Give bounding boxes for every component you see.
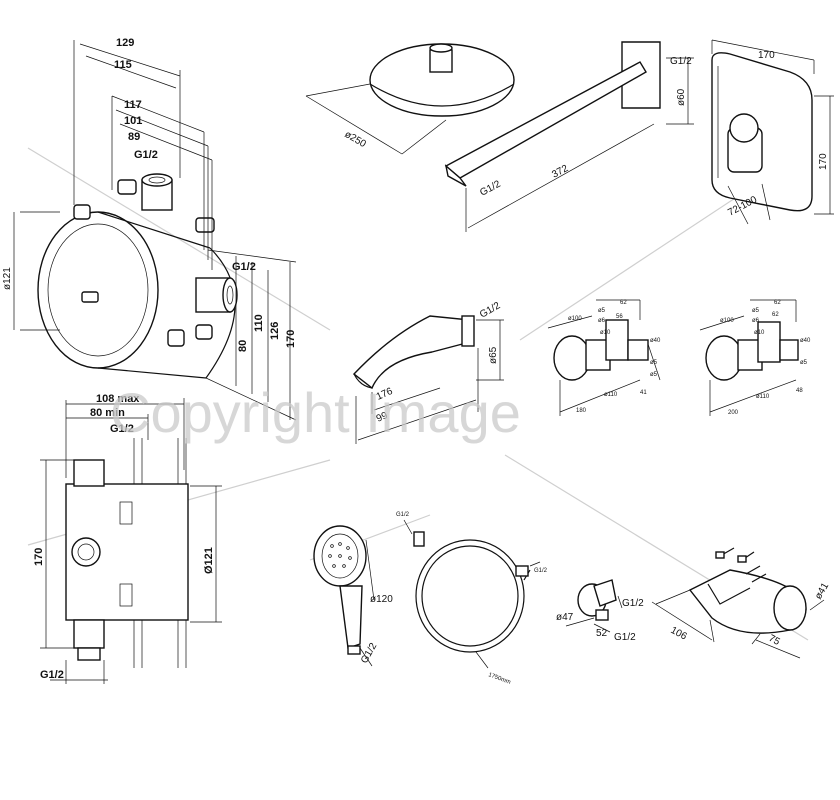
valve-a-dial xyxy=(553,335,591,381)
svg-text:ø5: ø5 xyxy=(800,360,808,366)
hose-end-top xyxy=(413,531,425,547)
dim-g-top: G1/2 xyxy=(134,149,158,161)
thermostatic-valve-a: 62 56 ø100 ø5 ø6 ø10 ø40 ø5 ø5 ø110 180 … xyxy=(547,299,661,416)
svg-text:62: 62 xyxy=(774,300,781,306)
dim-g-bottom: G1/2 xyxy=(614,632,636,643)
svg-text:ø110: ø110 xyxy=(604,392,618,398)
dim-d65: ø65 xyxy=(488,346,499,364)
dim-g: G1/2 xyxy=(359,641,380,666)
shower-hose: G1/2 G1/2 1750mm xyxy=(396,512,548,686)
dim-g-right: G1/2 xyxy=(534,568,548,574)
spray-nozzles xyxy=(328,542,352,568)
svg-text:41: 41 xyxy=(640,390,647,396)
dim-101: 101 xyxy=(124,115,142,127)
dim-89: 89 xyxy=(128,131,140,143)
svg-text:ø5: ø5 xyxy=(650,372,658,378)
dim-d250: ø250 xyxy=(343,129,369,150)
svg-text:ø40: ø40 xyxy=(800,338,811,344)
dim-129: 129 xyxy=(116,37,134,49)
dim-w170: 170 xyxy=(758,50,775,61)
dim-d47: ø47 xyxy=(556,612,574,623)
dim-g-side: G1/2 xyxy=(232,261,256,273)
dim-g-top: G1/2 xyxy=(110,423,134,435)
shower-arm: G1/2 ø60 372 G1/2 xyxy=(444,41,694,232)
dim-g-right: G1/2 xyxy=(622,598,644,609)
top-connector xyxy=(73,459,105,487)
svg-text:48: 48 xyxy=(796,388,803,394)
dim-170: 170 xyxy=(33,548,45,566)
dim-d121: Ø121 xyxy=(203,547,215,574)
spout-thread xyxy=(461,315,475,347)
hand-shower-grip xyxy=(339,585,363,649)
svg-text:ø10: ø10 xyxy=(754,330,765,336)
dim-75: 75 xyxy=(767,633,782,648)
svg-text:ø5: ø5 xyxy=(598,308,606,314)
dim-d41: ø41 xyxy=(813,581,831,602)
dim-170: 170 xyxy=(285,330,297,348)
dim-g: G1/2 xyxy=(478,300,503,321)
rain-shower-head: ø250 xyxy=(305,43,515,155)
wall-elbow: ø47 G1/2 52 G1/2 xyxy=(556,579,644,643)
svg-text:ø6: ø6 xyxy=(598,318,606,324)
copyright-watermark: Copyright Image xyxy=(110,381,521,444)
spout-body xyxy=(352,315,471,390)
mounting-screws xyxy=(715,547,767,583)
svg-text:56: 56 xyxy=(616,314,623,320)
dim-g-end: G1/2 xyxy=(670,56,692,67)
svg-text:180: 180 xyxy=(576,408,587,414)
dim-80-min: 80 min xyxy=(90,407,125,419)
shower-holder: 106 75 ø41 xyxy=(651,547,831,659)
dim-52: 52 xyxy=(596,628,608,639)
svg-text:62: 62 xyxy=(620,300,627,306)
cover-plate: 170 170 72-100 xyxy=(711,39,834,225)
dim-d60: ø60 xyxy=(676,88,687,106)
dim-106: 106 xyxy=(669,625,689,643)
svg-text:ø110: ø110 xyxy=(756,394,770,400)
dim-1750: 1750mm xyxy=(487,672,511,686)
dim-115: 115 xyxy=(114,59,132,71)
dim-99: 99 xyxy=(375,410,390,425)
dim-h170: 170 xyxy=(818,153,829,170)
hand-shower: ø120 G1/2 xyxy=(313,525,393,667)
dim-d120: ø120 xyxy=(370,594,393,605)
dim-g-bottom: G1/2 xyxy=(40,669,64,681)
dim-80: 80 xyxy=(237,340,249,352)
dim-108-max: 108 max xyxy=(96,393,140,405)
svg-text:ø100: ø100 xyxy=(568,316,582,322)
dim-110: 110 xyxy=(253,314,265,332)
svg-text:200: 200 xyxy=(728,410,739,416)
box-front-ring xyxy=(37,211,159,369)
installation-box-side: 108 max 80 min G1/2 170 Ø121 G1/2 xyxy=(33,393,222,684)
thermostatic-valve-b: 62 62 ø100 ø5 ø6 ø10 ø40 ø5 ø110 200 48 xyxy=(699,299,811,416)
dim-117: 117 xyxy=(124,99,142,111)
valve-port xyxy=(71,537,101,567)
svg-text:ø6: ø6 xyxy=(752,318,760,324)
elbow-outlet xyxy=(595,609,609,621)
svg-text:ø10: ø10 xyxy=(600,330,611,336)
hose-coil xyxy=(415,539,525,653)
svg-text:ø5: ø5 xyxy=(752,308,760,314)
svg-text:ø100: ø100 xyxy=(720,318,734,324)
dim-d121: ø121 xyxy=(2,267,13,290)
valve-b-dial xyxy=(705,335,743,381)
valve-b-dim-labels: 62 62 ø100 ø5 ø6 ø10 ø40 ø5 ø110 200 48 xyxy=(720,300,811,416)
bottom-connector xyxy=(73,619,105,649)
dim-g-top: G1/2 xyxy=(396,512,410,518)
svg-text:62: 62 xyxy=(772,312,779,318)
head-connector xyxy=(429,49,453,73)
dim-372: 372 xyxy=(550,163,570,181)
installation-box-iso: 129 115 117 101 89 G1/2 G1/2 ø121 80 110… xyxy=(2,37,297,421)
svg-text:ø40: ø40 xyxy=(650,338,661,344)
svg-text:ø5: ø5 xyxy=(650,360,658,366)
dim-g-base: G1/2 xyxy=(478,179,503,199)
dim-126: 126 xyxy=(269,322,281,340)
valve-a-dim-labels: 62 56 ø100 ø5 ø6 ø10 ø40 ø5 ø5 ø110 180 … xyxy=(568,300,661,414)
hose-end-right xyxy=(515,565,529,577)
